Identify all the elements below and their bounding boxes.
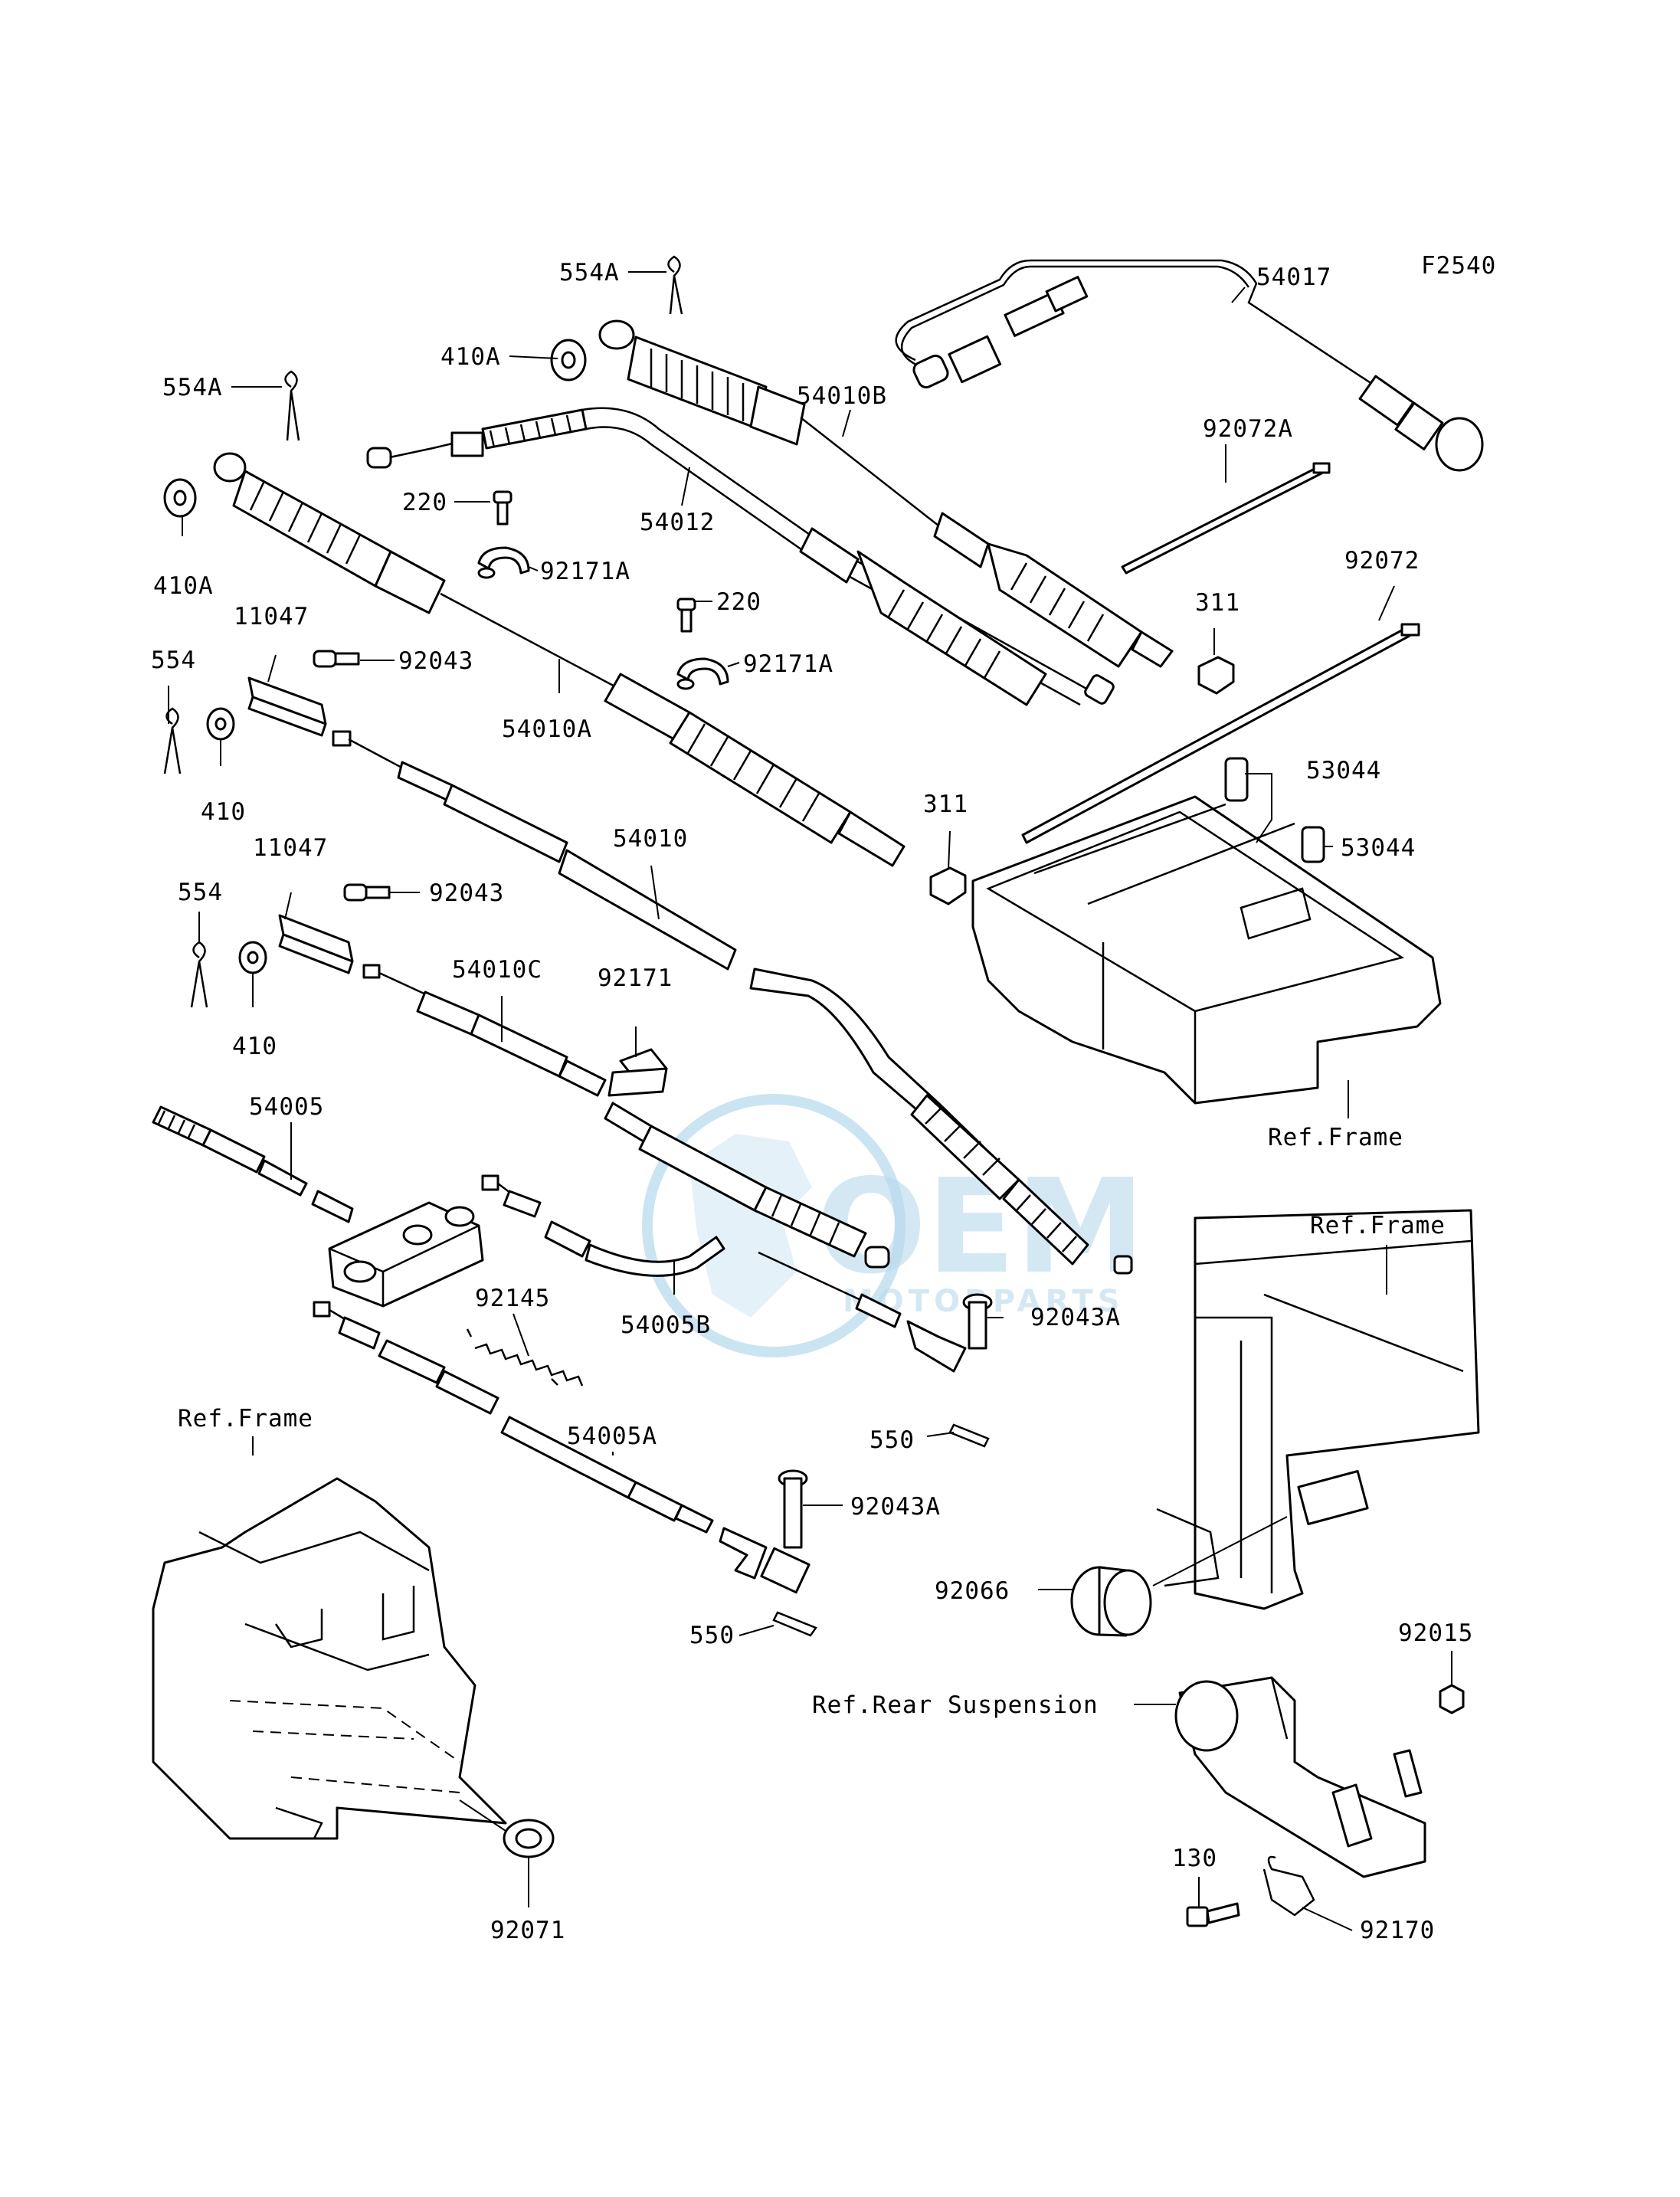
label-92171a-b: 92171A xyxy=(743,650,833,678)
pin-92170[interactable] xyxy=(1262,1855,1315,1917)
bolt-130[interactable] xyxy=(1186,1902,1240,1927)
cable-54010a[interactable] xyxy=(213,452,905,867)
tie-92072[interactable] xyxy=(1021,623,1420,844)
cotter-550-lower[interactable] xyxy=(772,1611,817,1637)
block-11047-a[interactable] xyxy=(247,676,327,737)
block-11047-b[interactable] xyxy=(278,914,354,974)
label-410-a: 410 xyxy=(201,798,246,826)
label-ref-frame-upper: Ref.Frame xyxy=(1268,1124,1403,1151)
label-410-b: 410 xyxy=(232,1033,277,1060)
clip-554-b[interactable] xyxy=(190,941,208,1008)
label-92171: 92171 xyxy=(598,964,673,992)
label-311-top: 311 xyxy=(1195,589,1240,617)
clip-53044-a[interactable] xyxy=(1224,757,1249,802)
cable-bracket[interactable] xyxy=(328,1201,484,1308)
leader-lines xyxy=(168,271,1452,1931)
pin-92043-a[interactable] xyxy=(313,650,360,668)
clip-554-a[interactable] xyxy=(163,707,182,774)
label-130: 130 xyxy=(1172,1845,1217,1872)
pin-92043-b[interactable] xyxy=(343,883,391,902)
clevis-lower-right[interactable] xyxy=(758,1251,967,1373)
label-53044-a: 53044 xyxy=(1306,757,1381,784)
plug-92066[interactable] xyxy=(1070,1566,1152,1637)
label-54010b: 54010B xyxy=(797,382,887,410)
clamp-92171a-a[interactable] xyxy=(477,546,530,579)
ref-frame-upper-right xyxy=(971,795,1442,1105)
ref-rear-suspension xyxy=(1174,1676,1426,1878)
label-ref-rear-suspension: Ref.Rear Suspension xyxy=(812,1691,1099,1719)
bolt-220-a[interactable] xyxy=(493,490,513,526)
clip-554a-top[interactable] xyxy=(667,255,683,315)
label-550-a: 550 xyxy=(869,1426,915,1454)
washer-410-a[interactable] xyxy=(206,707,235,741)
cable-54005a[interactable] xyxy=(500,1416,811,1594)
cable-54005[interactable] xyxy=(152,1105,354,1223)
label-92015: 92015 xyxy=(1398,1619,1473,1647)
label-92066: 92066 xyxy=(935,1577,1010,1605)
tie-92072a[interactable] xyxy=(1121,462,1331,575)
label-92072a: 92072A xyxy=(1203,415,1293,443)
ref-frame-middle-right xyxy=(1156,1209,1480,1610)
spring-92145[interactable] xyxy=(466,1328,584,1387)
pin-92043a-lower[interactable] xyxy=(778,1469,808,1549)
clamp-92171[interactable] xyxy=(607,1048,668,1097)
label-92043-a: 92043 xyxy=(398,647,473,675)
label-550-b: 550 xyxy=(689,1622,735,1649)
label-92171a-a: 92171A xyxy=(540,558,630,585)
label-92043a-a: 92043A xyxy=(1030,1304,1121,1331)
washer-410a-top[interactable] xyxy=(550,339,587,381)
label-53044-b: 53044 xyxy=(1341,834,1416,862)
cable-54005-lower[interactable] xyxy=(313,1301,499,1415)
washer-410-b[interactable] xyxy=(238,941,267,974)
label-54010a: 54010A xyxy=(502,715,592,743)
grommet-92071[interactable] xyxy=(503,1819,555,1858)
label-54012: 54012 xyxy=(640,509,715,536)
cotter-550-upper[interactable] xyxy=(948,1423,990,1448)
label-220-b: 220 xyxy=(716,588,761,616)
label-54010c: 54010C xyxy=(452,956,542,984)
diagram-code: F2540 xyxy=(1421,252,1496,280)
label-92043-b: 92043 xyxy=(429,879,504,907)
clip-554a-left[interactable] xyxy=(284,370,300,441)
clamp-92171a-b[interactable] xyxy=(676,657,729,690)
ref-frame-lower-left xyxy=(152,1477,507,1840)
cable-54010c[interactable] xyxy=(362,964,890,1269)
label-554-b: 554 xyxy=(178,879,223,906)
label-ref-frame-middle: Ref.Frame xyxy=(1310,1212,1446,1239)
clip-53044-b[interactable] xyxy=(1301,826,1325,863)
cable-54017[interactable] xyxy=(895,259,1484,472)
label-410a-top: 410A xyxy=(440,343,501,371)
label-92145: 92145 xyxy=(475,1285,550,1312)
bolt-220-b[interactable] xyxy=(676,598,696,633)
cable-54005b[interactable] xyxy=(481,1174,725,1277)
label-54005: 54005 xyxy=(249,1093,324,1121)
label-11047-a: 11047 xyxy=(234,603,309,630)
label-554a-top: 554A xyxy=(559,259,620,286)
label-54017: 54017 xyxy=(1256,264,1331,291)
nut-311-top[interactable] xyxy=(1197,656,1235,695)
label-54005b: 54005B xyxy=(621,1311,711,1339)
cable-54012[interactable] xyxy=(366,407,1115,706)
label-220-a: 220 xyxy=(402,489,447,516)
label-311-mid: 311 xyxy=(923,791,968,818)
callout-labels: F2540 554A 410A 554A 410A 54010B 54017 9… xyxy=(151,252,1496,1944)
label-11047-b: 11047 xyxy=(253,834,328,862)
label-54010: 54010 xyxy=(613,825,688,853)
cable-54010[interactable] xyxy=(332,730,1133,1275)
nut-311-mid[interactable] xyxy=(929,866,967,905)
label-54005a: 54005A xyxy=(567,1423,657,1450)
washer-410a-left[interactable] xyxy=(163,478,197,518)
nut-92015[interactable] xyxy=(1439,1684,1465,1714)
label-554a-left: 554A xyxy=(162,374,223,401)
label-92072: 92072 xyxy=(1344,547,1420,575)
label-ref-frame-left: Ref.Frame xyxy=(178,1405,313,1432)
label-92043a-b: 92043A xyxy=(850,1493,941,1521)
label-554-a: 554 xyxy=(151,647,196,674)
label-92071: 92071 xyxy=(490,1917,565,1944)
cable-54010b[interactable] xyxy=(598,319,1174,668)
pin-92043a-upper[interactable] xyxy=(962,1293,993,1350)
label-92170: 92170 xyxy=(1360,1917,1435,1944)
label-410a-left: 410A xyxy=(153,572,214,600)
